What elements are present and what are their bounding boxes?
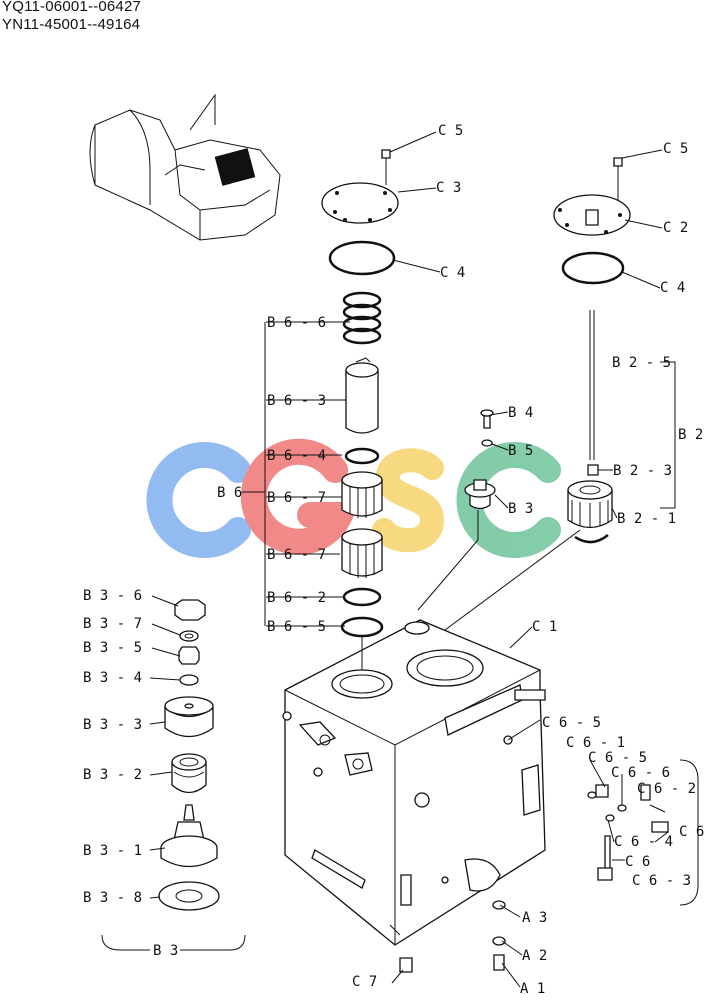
label-b3-1: B 3 - 1 xyxy=(83,843,142,859)
machine-location-inset xyxy=(89,93,281,241)
label-c6-3: C 6 - 3 xyxy=(632,873,691,889)
label-b3-6: B 3 - 6 xyxy=(83,588,142,604)
serial-range-2: YN11-45001--49164 xyxy=(2,16,141,33)
label-c7: C 7 xyxy=(352,974,377,990)
label-b6-7a: B 6 - 7 xyxy=(267,490,326,506)
label-b6-3: B 6 - 3 xyxy=(267,393,326,409)
serial-range-1: YQ11-06001--06427 xyxy=(2,0,142,15)
c1-hydraulic-tank xyxy=(282,619,546,946)
watermark-letter-c1 xyxy=(146,442,251,558)
label-b2-group: B 2 xyxy=(678,427,703,443)
label-c6-1: C 6 - 1 xyxy=(566,735,625,751)
c2-cover-assembly xyxy=(553,157,631,285)
label-c2: C 2 xyxy=(663,220,688,236)
label-b4: B 4 xyxy=(508,405,533,421)
group-brackets xyxy=(101,321,699,951)
label-c6: C 6 xyxy=(625,854,650,870)
b2-suction-filter xyxy=(444,310,613,631)
label-b3-8: B 3 - 8 xyxy=(83,890,142,906)
c6-drain-valve-parts xyxy=(587,784,669,881)
label-c6-5b: C 6 - 5 xyxy=(588,750,647,766)
label-b6-5: B 6 - 5 xyxy=(267,619,326,635)
label-b2-3: B 2 - 3 xyxy=(613,463,672,479)
label-b3-5: B 3 - 5 xyxy=(83,640,142,656)
label-b6-group: B 6 xyxy=(217,485,242,501)
label-b6-6: B 6 - 6 xyxy=(267,315,326,331)
label-b6-2: B 6 - 2 xyxy=(267,590,326,606)
watermark-letter-g xyxy=(240,438,361,555)
label-a2: A 2 xyxy=(522,948,547,964)
label-b3-3: B 3 - 3 xyxy=(83,717,142,733)
label-a1: A 1 xyxy=(520,981,545,997)
label-c6-6: C 6 - 6 xyxy=(611,765,670,781)
label-c4-left: C 4 xyxy=(440,265,465,281)
label-c5-left: C 5 xyxy=(438,123,463,139)
label-b2-5: B 2 - 5 xyxy=(612,355,671,371)
label-c6-5a: C 6 - 5 xyxy=(542,715,601,731)
watermark-letter-s xyxy=(372,448,445,553)
b3-breather-assembly xyxy=(417,409,496,611)
label-c6-group: C 6 xyxy=(679,824,704,840)
label-b3: B 3 xyxy=(508,501,533,517)
leader-lines xyxy=(149,131,669,988)
label-b3-7: B 3 - 7 xyxy=(83,616,142,632)
label-c5-right: C 5 xyxy=(663,141,688,157)
label-c6-2: C 6 - 2 xyxy=(637,781,696,797)
watermark xyxy=(146,438,561,558)
label-c6-4: C 6 - 4 xyxy=(614,834,673,850)
b6-filter-stack xyxy=(340,291,384,638)
callout-labels: C 5 C 3 C 4 C 5 C 2 C 4 B 6 - 6 B 6 - 3 … xyxy=(83,123,704,997)
label-b2-1: B 2 - 1 xyxy=(617,511,676,527)
label-b6-4: B 6 - 4 xyxy=(267,448,326,464)
label-b5: B 5 xyxy=(508,443,533,459)
a-drain-parts xyxy=(399,900,506,973)
label-b3-2: B 3 - 2 xyxy=(83,767,142,783)
c3-cover-assembly xyxy=(321,149,399,276)
b3-parts-stack xyxy=(158,599,220,911)
label-c3: C 3 xyxy=(436,180,461,196)
label-c4-right: C 4 xyxy=(660,280,685,296)
label-c1: C 1 xyxy=(532,619,557,635)
label-a3: A 3 xyxy=(522,910,547,926)
label-b3-group: B 3 xyxy=(153,943,178,959)
label-b3-4: B 3 - 4 xyxy=(83,670,142,686)
label-b6-7b: B 6 - 7 xyxy=(267,547,326,563)
